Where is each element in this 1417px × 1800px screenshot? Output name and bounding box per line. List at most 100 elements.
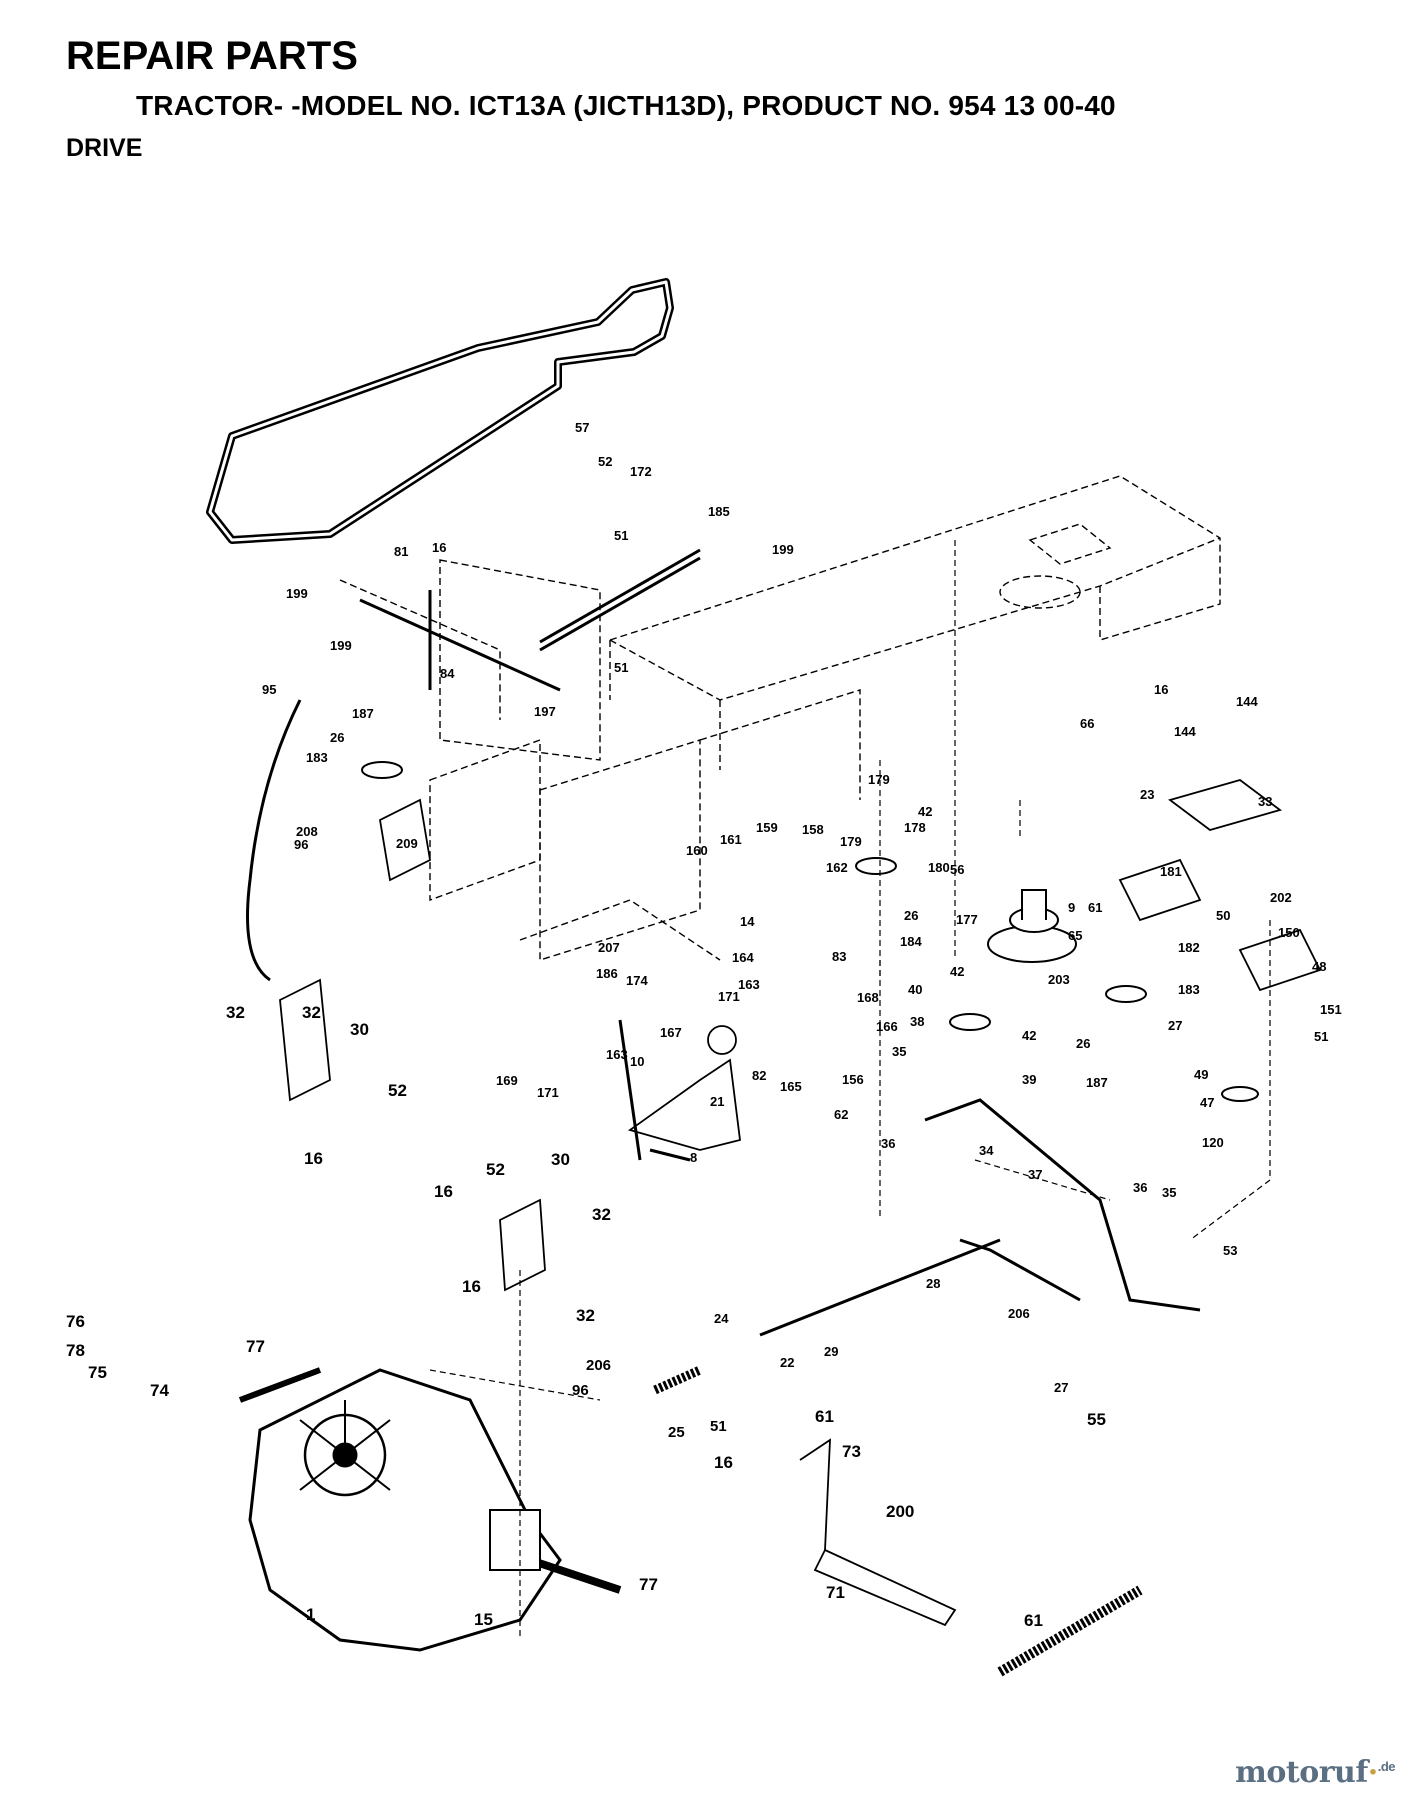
part-label-159: 159 [756,820,778,835]
part-label-171: 171 [537,1085,559,1100]
part-label-51: 51 [614,660,628,675]
part-label-62: 62 [834,1107,848,1122]
part-label-160: 160 [686,843,708,858]
part-label-179: 179 [840,834,862,849]
part-label-42: 42 [950,964,964,979]
part-label-39: 39 [1022,1072,1036,1087]
part-label-151: 151 [1320,1002,1342,1017]
part-label-197: 197 [534,704,556,719]
page-title: REPAIR PARTS [66,34,358,78]
part-label-30: 30 [551,1150,570,1169]
part-label-171: 171 [718,989,740,1004]
part-label-36: 36 [1133,1180,1147,1195]
part-label-16: 16 [304,1149,323,1168]
part-label-38: 38 [910,1014,924,1029]
part-label-27: 27 [1054,1380,1068,1395]
part-label-187: 187 [352,706,374,721]
part-label-165: 165 [780,1079,802,1094]
part-label-206: 206 [1008,1306,1030,1321]
part-label-40: 40 [908,982,922,997]
part-label-163: 163 [738,977,760,992]
part-label-65: 65 [1068,928,1082,943]
part-label-208: 208 [296,824,318,839]
part-label-48: 48 [1312,959,1326,974]
part-label-158: 158 [802,822,824,837]
part-label-199: 199 [286,586,308,601]
part-label-32: 32 [226,1003,245,1022]
leader-lines [429,540,1271,1640]
part-label-207: 207 [598,940,620,955]
part-label-50: 50 [1216,908,1230,923]
part-label-24: 24 [714,1311,729,1326]
part-label-51: 51 [614,528,628,543]
part-label-179: 179 [868,772,890,787]
part-label-26: 26 [904,908,918,923]
part-label-96: 96 [294,837,308,852]
part-label-28: 28 [926,1276,940,1291]
part-label-9: 9 [1068,900,1075,915]
part-label-25: 25 [668,1424,685,1441]
part-label-77: 77 [639,1575,658,1594]
part-label-52: 52 [388,1081,407,1100]
part-label-182: 182 [1178,940,1200,955]
part-label-162: 162 [826,860,848,875]
part-label-75: 75 [88,1363,107,1382]
part-label-185: 185 [708,504,730,519]
springs [653,1365,1143,1677]
part-label-181: 181 [1160,864,1182,879]
part-label-32: 32 [302,1003,321,1022]
part-label-55: 55 [1087,1410,1106,1429]
part-label-61: 61 [1088,900,1102,915]
part-label-16: 16 [462,1277,481,1296]
part-label-81: 81 [394,544,408,559]
part-label-150: 150 [1278,925,1300,940]
part-label-51: 51 [710,1418,727,1435]
part-label-22: 22 [780,1355,794,1370]
part-label-164: 164 [732,950,754,965]
part-label-10: 10 [630,1054,644,1069]
part-label-180: 180 [928,860,950,875]
part-label-33: 33 [1258,794,1272,809]
part-label-61: 61 [815,1407,834,1426]
part-label-30: 30 [350,1020,369,1039]
part-label-36: 36 [881,1136,895,1151]
part-label-83: 83 [832,949,846,964]
part-label-187: 187 [1086,1075,1108,1090]
part-label-15: 15 [474,1610,493,1629]
part-label-32: 32 [592,1205,611,1224]
part-label-16: 16 [432,540,446,555]
part-label-42: 42 [1022,1028,1036,1043]
part-label-51: 51 [1314,1029,1328,1044]
part-label-71: 71 [826,1583,845,1602]
model-subtitle: TRACTOR- -MODEL NO. ICT13A (JICTH13D), P… [136,90,1116,121]
part-label-35: 35 [1162,1185,1176,1200]
part-label-169: 169 [496,1073,518,1088]
part-label-183: 183 [306,750,328,765]
part-label-73: 73 [842,1442,861,1461]
part-label-47: 47 [1200,1095,1214,1110]
part-label-26: 26 [330,730,344,745]
part-label-144: 144 [1174,724,1196,739]
linkage-rods [246,548,1201,1337]
part-label-168: 168 [857,990,879,1005]
part-label-84: 84 [440,666,455,681]
part-label-42: 42 [918,804,932,819]
part-label-186: 186 [596,966,618,981]
part-label-199: 199 [772,542,794,557]
part-label-96: 96 [572,1382,589,1399]
part-label-174: 174 [626,973,648,988]
part-label-76: 76 [66,1312,85,1331]
part-label-56: 56 [950,862,964,877]
watermark-text: motoruf [1235,1755,1368,1790]
pedal-and-brackets [279,779,1322,1627]
part-label-82: 82 [752,1068,766,1083]
part-label-16: 16 [714,1453,733,1472]
part-label-161: 161 [720,832,742,847]
part-label-163: 163 [606,1047,628,1062]
part-label-34: 34 [979,1143,994,1158]
part-label-37: 37 [1028,1167,1042,1182]
pulleys [361,761,1259,1102]
part-label-52: 52 [486,1160,505,1179]
